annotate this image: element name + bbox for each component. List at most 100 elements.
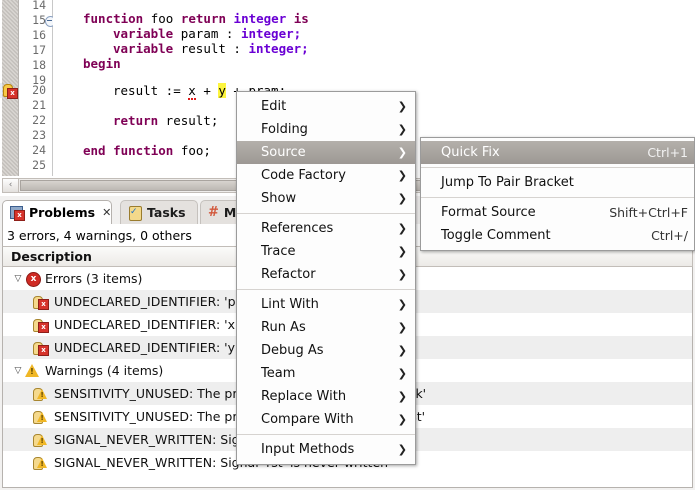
- chevron-right-icon: ❯: [397, 321, 407, 334]
- menu-item-run-as[interactable]: Run As ❯: [237, 316, 415, 339]
- line-number: 21: [32, 98, 46, 112]
- tab-problems[interactable]: x Problems ✕: [2, 200, 112, 224]
- chevron-down-icon[interactable]: ▽: [14, 273, 22, 284]
- chevron-right-icon: ❯: [397, 222, 407, 235]
- plus-op: +: [195, 83, 219, 98]
- line-number: 17: [32, 43, 46, 57]
- submenu-item-quick-fix[interactable]: Quick Fix Ctrl+1: [421, 141, 694, 164]
- menu-separator: [237, 289, 415, 290]
- tree-group-warnings[interactable]: ▽ Warnings (4 items): [3, 359, 692, 382]
- problems-icon: x: [10, 205, 25, 221]
- line-number: 24: [32, 143, 46, 157]
- chevron-right-icon: ❯: [397, 367, 407, 380]
- chevron-down-icon[interactable]: ▽: [14, 365, 22, 376]
- chevron-right-icon: ❯: [397, 390, 407, 403]
- chevron-right-icon: ❯: [397, 192, 407, 205]
- menu-item-team[interactable]: Team ❯: [237, 362, 415, 385]
- chevron-right-icon: ❯: [397, 413, 407, 426]
- close-icon[interactable]: ✕: [102, 206, 112, 219]
- type-integer: integer: [248, 41, 302, 56]
- editor-context-menu[interactable]: Edit❯ Folding ❯ Source ❯ Code Factory ❯ Sho…: [236, 91, 416, 465]
- menu-label: Folding: [261, 122, 308, 137]
- quickfix-warning-icon: [33, 387, 49, 401]
- semicolon: ;: [293, 26, 302, 41]
- scroll-left-arrow-icon[interactable]: ‹: [3, 179, 19, 192]
- quickfix-error-icon: x: [33, 318, 49, 333]
- id-param: param :: [173, 26, 241, 41]
- line-number: 20: [32, 83, 46, 97]
- menu-item-input-methods[interactable]: Input Methods ❯: [237, 438, 415, 461]
- chevron-right-icon: ❯: [397, 169, 407, 182]
- return-expr: result;: [158, 113, 219, 128]
- menu-label: Trace: [261, 244, 296, 259]
- line-number: 15: [32, 13, 46, 27]
- menu-label: Source: [261, 145, 306, 160]
- menu-separator: [421, 197, 694, 198]
- menu-item-references[interactable]: References❯: [237, 217, 415, 240]
- tab-problems-label: Problems: [29, 205, 96, 220]
- menu-label: Compare With: [261, 412, 354, 427]
- menu-label: Format Source: [441, 205, 536, 220]
- group-label: Warnings (4 items): [45, 363, 164, 378]
- chevron-right-icon: ❯: [397, 146, 407, 159]
- tab-tasks-label: Tasks: [147, 205, 186, 220]
- semicolon: ;: [301, 41, 309, 56]
- submenu-item-format-source[interactable]: Format Source Shift+Ctrl+F: [421, 201, 694, 224]
- line-number: 14: [32, 0, 46, 12]
- kw-function: function: [83, 11, 144, 26]
- shortcut-label: Ctrl+1: [647, 145, 688, 160]
- error-x-badge: x: [7, 88, 18, 99]
- kw-variable: variable: [113, 41, 174, 56]
- tab-tasks[interactable]: ✓ Tasks: [120, 200, 198, 224]
- chevron-right-icon: ❯: [397, 268, 407, 281]
- kw-begin: begin: [83, 56, 121, 71]
- shortcut-label: Shift+Ctrl+F: [609, 205, 688, 220]
- error-marker-icon[interactable]: x: [3, 84, 18, 99]
- menu-item-trace[interactable]: Trace❯: [237, 240, 415, 263]
- menu-label: Code Factory: [261, 168, 346, 183]
- menu-item-code-factory[interactable]: Code Factory ❯: [237, 164, 415, 187]
- code-line-22: return result;: [113, 113, 218, 128]
- menu-item-compare-with[interactable]: Compare With ❯: [237, 408, 415, 431]
- menu-label: Quick Fix: [441, 145, 500, 160]
- hash-icon: #: [208, 205, 219, 220]
- menu-item-replace-with[interactable]: Replace With❯: [237, 385, 415, 408]
- submenu-item-jump-to-pair-bracket[interactable]: Jump To Pair Bracket: [421, 171, 694, 194]
- menu-item-debug-as[interactable]: Debug As❯: [237, 339, 415, 362]
- menu-label: Team: [261, 366, 296, 381]
- menu-item-edit[interactable]: Edit❯: [237, 95, 415, 118]
- menu-item-source[interactable]: Source ❯: [237, 141, 415, 164]
- quickfix-error-icon: x: [33, 341, 49, 356]
- chevron-right-icon: ❯: [397, 123, 407, 136]
- menu-label: Run As: [261, 320, 306, 335]
- menu-item-show[interactable]: Show ❯: [237, 187, 415, 210]
- menu-label: Input Methods: [261, 442, 355, 457]
- source-submenu[interactable]: Quick Fix Ctrl+1 Jump To Pair Bracket For…: [420, 137, 695, 251]
- kw-return: return: [180, 11, 227, 26]
- tree-group-errors[interactable]: ▽ x Errors (3 items): [3, 267, 692, 290]
- line-number: 22: [32, 113, 46, 127]
- kw-is: is: [293, 11, 309, 26]
- chevron-right-icon: ❯: [397, 344, 407, 357]
- error-circle-icon: x: [25, 271, 41, 287]
- chevron-right-icon: ❯: [397, 443, 407, 456]
- quickfix-error-icon: x: [33, 295, 49, 310]
- line-number: 16: [32, 28, 46, 42]
- id-foo: foo: [143, 11, 181, 26]
- group-label: Errors (3 items): [45, 271, 143, 286]
- quickfix-warning-icon: [33, 433, 49, 447]
- menu-item-refactor[interactable]: Refactor❯: [237, 263, 415, 286]
- menu-separator: [237, 213, 415, 214]
- kw-function: function: [113, 143, 174, 158]
- menu-item-lint-with[interactable]: Lint With❯: [237, 293, 415, 316]
- code-line-17: variable result : integer;: [113, 41, 309, 56]
- kw-end: end: [83, 143, 106, 158]
- chevron-right-icon: ❯: [397, 100, 407, 113]
- menu-label: Show: [261, 191, 297, 206]
- kw-variable: variable: [113, 26, 174, 41]
- menu-item-folding[interactable]: Folding ❯: [237, 118, 415, 141]
- menu-separator: [421, 167, 694, 168]
- line-number: 18: [32, 58, 46, 72]
